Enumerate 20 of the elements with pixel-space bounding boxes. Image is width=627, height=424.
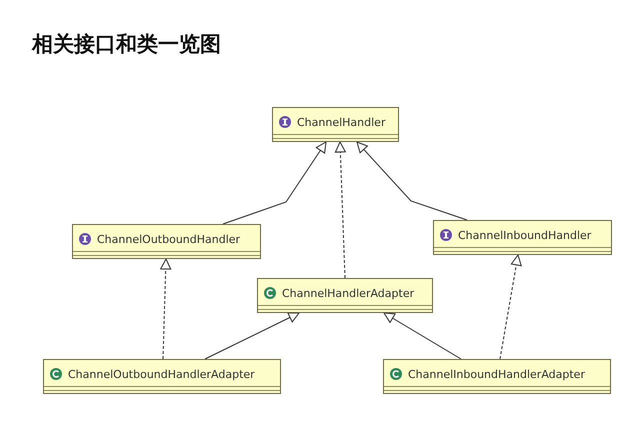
class-name: ChannelOutboundHandlerAdapter bbox=[68, 368, 255, 381]
class-box bbox=[383, 359, 611, 394]
inheritance-arrow bbox=[334, 142, 346, 278]
class-name: ChannelHandlerAdapter bbox=[282, 287, 414, 300]
class-name: ChannelOutboundHandler bbox=[97, 233, 240, 246]
inheritance-arrow bbox=[222, 142, 326, 224]
class-name: ChannelHandler bbox=[297, 116, 386, 129]
class-name: ChannelInboundHandlerAdapter bbox=[408, 368, 585, 381]
class-box bbox=[257, 278, 433, 313]
inheritance-arrow bbox=[356, 142, 468, 220]
inheritance-arrow bbox=[160, 258, 172, 360]
title: 相关接口和类一览图 bbox=[32, 31, 221, 58]
class-box bbox=[43, 359, 281, 394]
class-name: ChannelInboundHandler bbox=[458, 229, 592, 242]
class-box bbox=[433, 220, 612, 255]
inheritance-arrow bbox=[384, 312, 462, 360]
class-box bbox=[72, 224, 261, 259]
class-box bbox=[272, 107, 399, 142]
inheritance-arrow bbox=[204, 312, 300, 360]
inheritance-arrow bbox=[500, 254, 522, 360]
